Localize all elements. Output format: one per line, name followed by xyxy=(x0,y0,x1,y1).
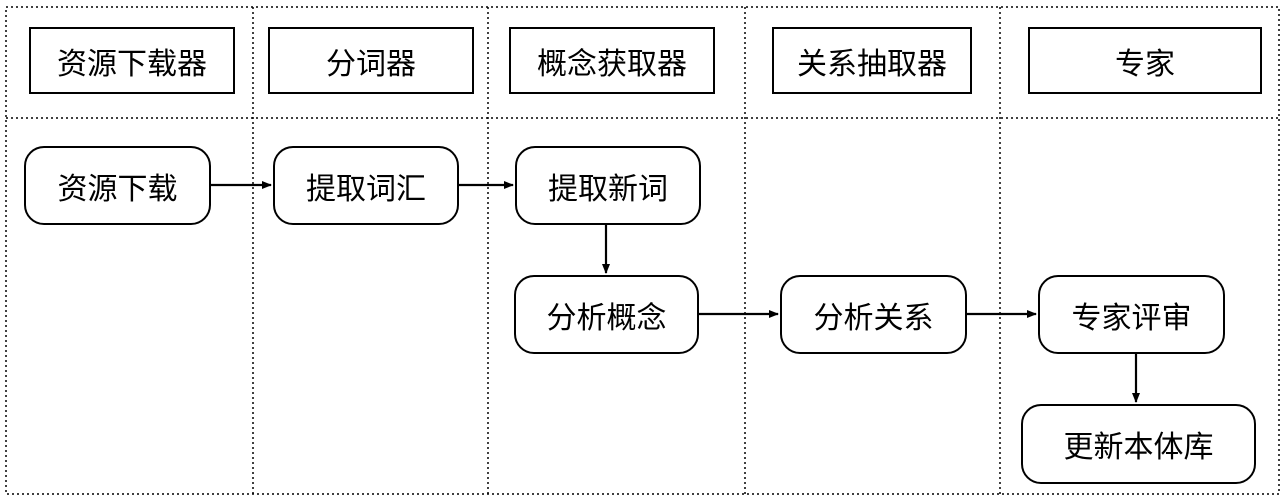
lane-header-concept: 概念获取器 xyxy=(509,27,715,94)
node-download: 资源下载 xyxy=(24,146,211,225)
node-extract-vocab: 提取词汇 xyxy=(273,146,459,225)
node-extract-new: 提取新词 xyxy=(515,146,701,225)
node-analyze-concept: 分析概念 xyxy=(514,275,699,354)
node-expert-review: 专家评审 xyxy=(1038,275,1225,354)
lane-header-expert: 专家 xyxy=(1028,27,1262,94)
node-analyze-relation: 分析关系 xyxy=(780,275,967,354)
lane-header-segmenter: 分词器 xyxy=(268,27,474,94)
lane-header-relation: 关系抽取器 xyxy=(772,27,972,94)
lane-header-downloader: 资源下载器 xyxy=(29,27,235,94)
node-update-ontology: 更新本体库 xyxy=(1021,404,1256,484)
